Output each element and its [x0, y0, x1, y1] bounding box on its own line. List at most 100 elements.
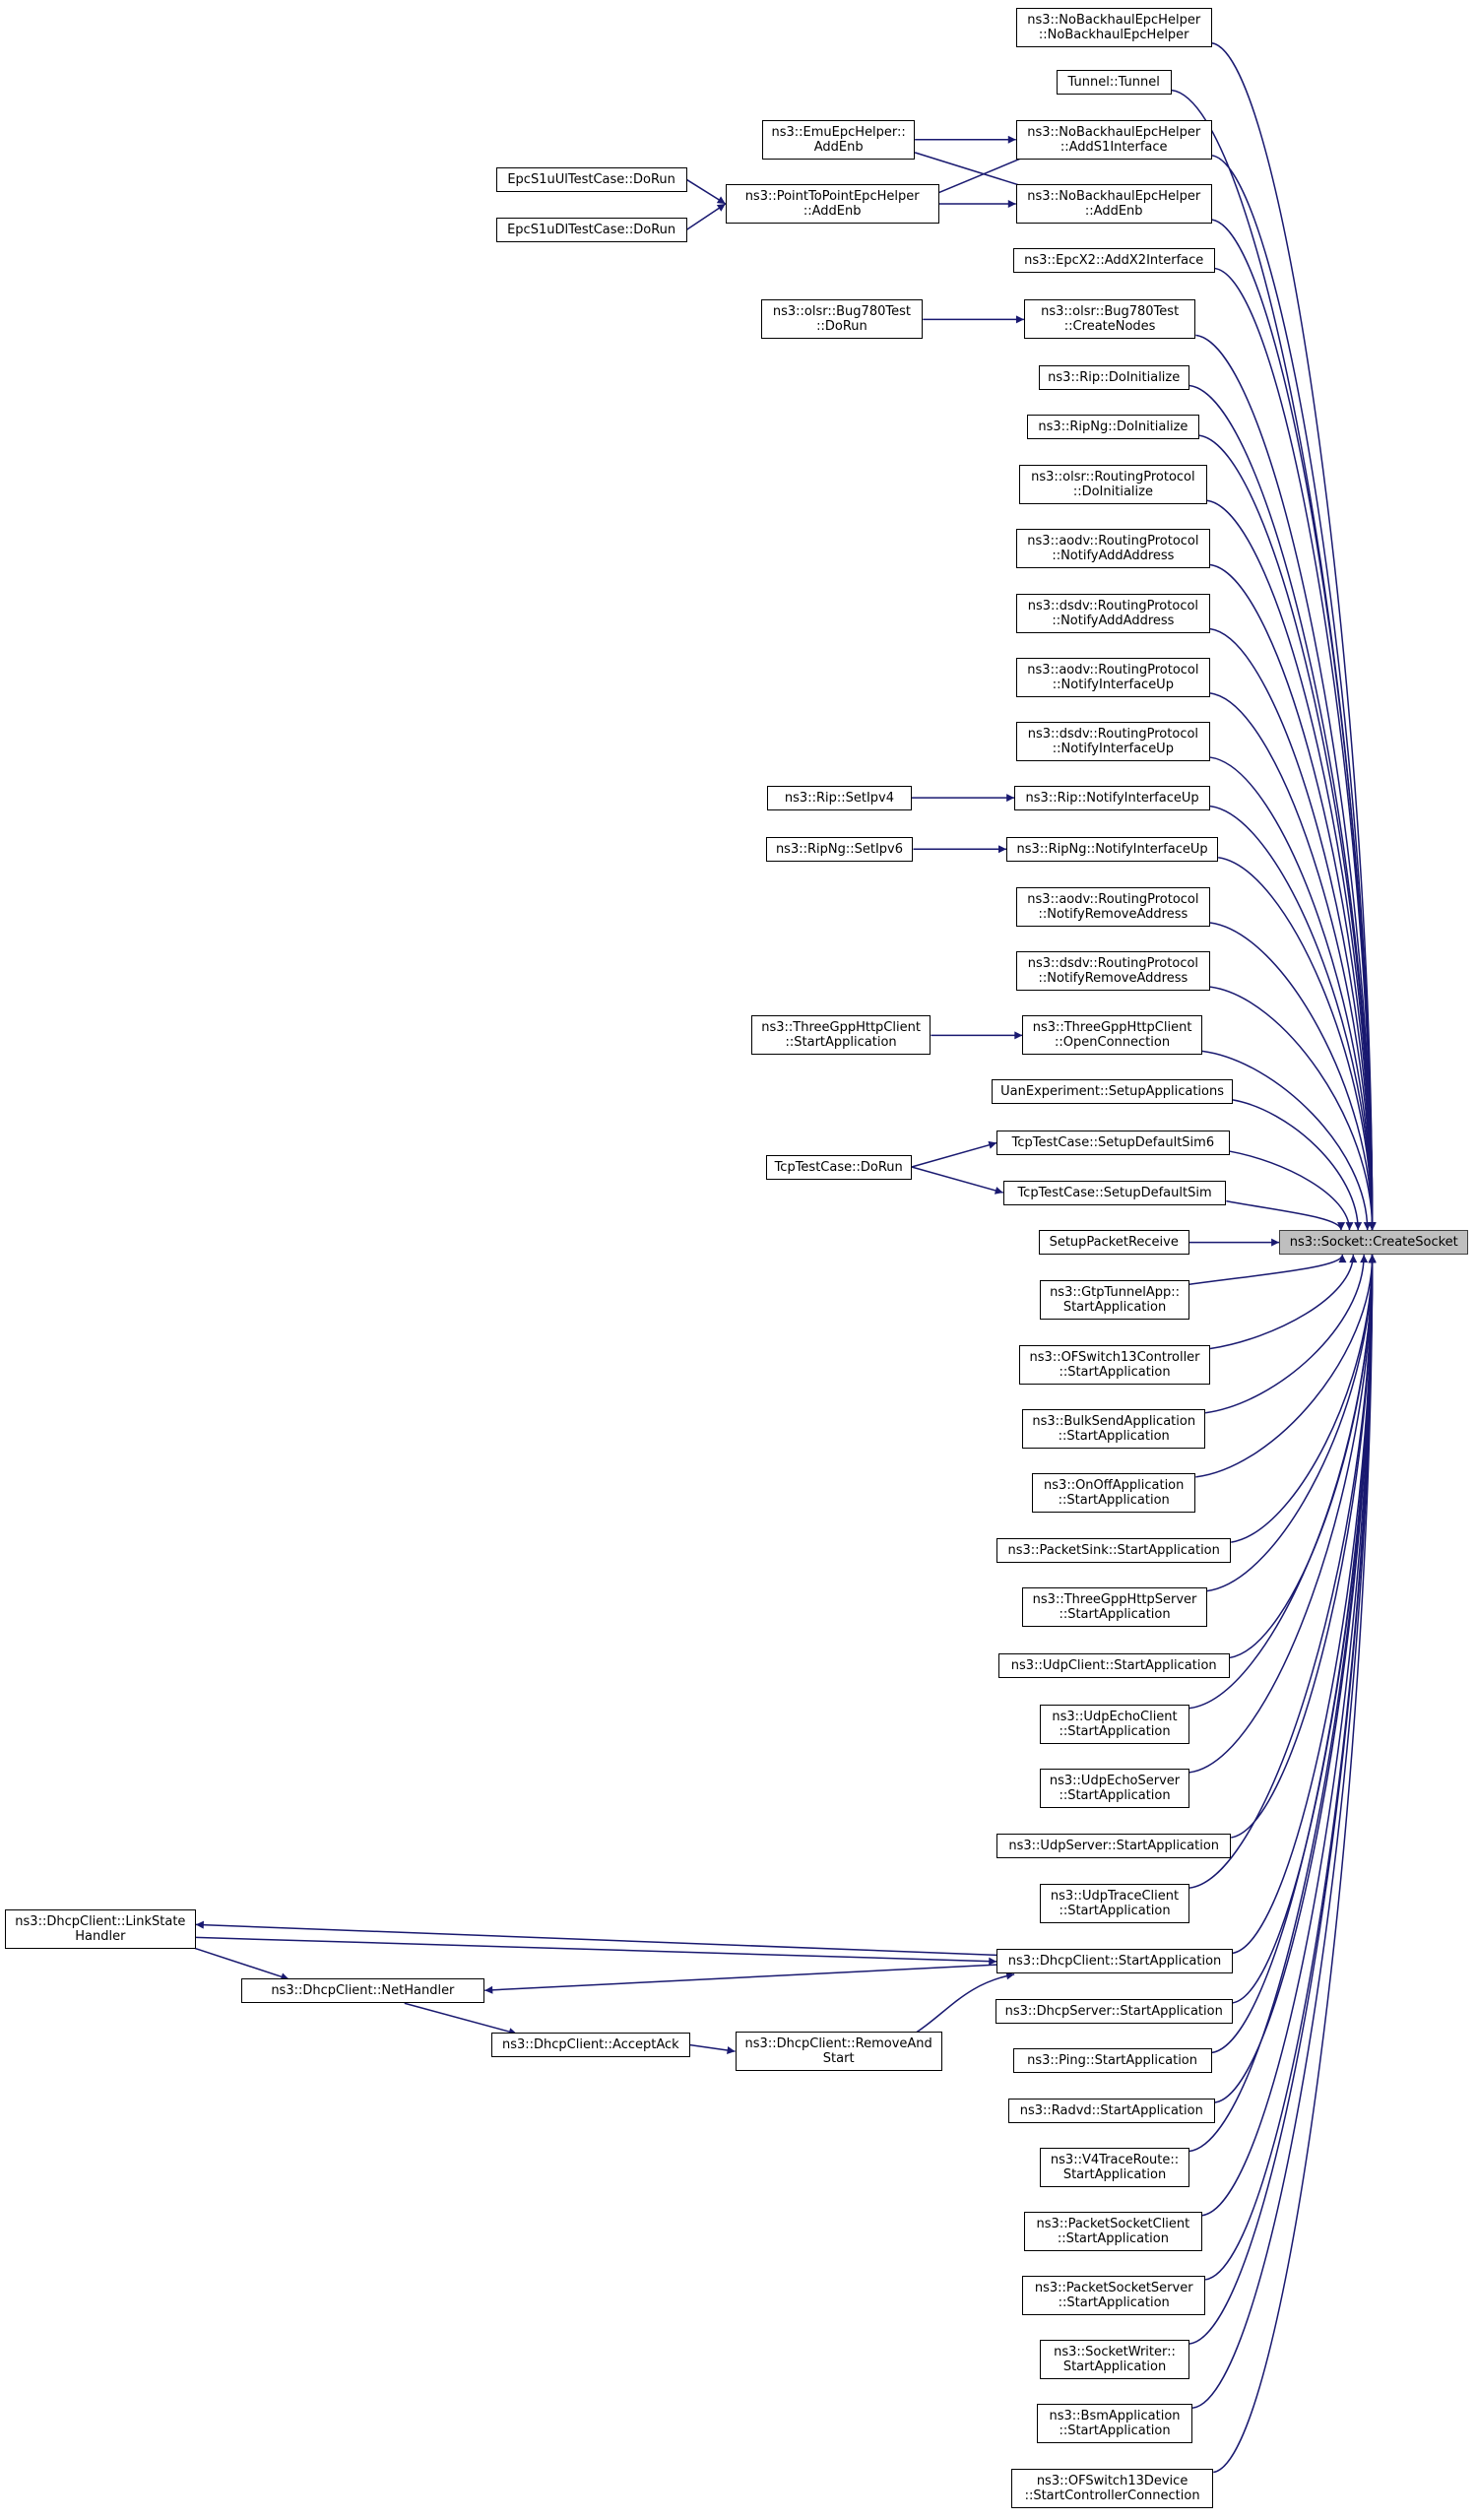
graph-node-uan[interactable]: UanExperiment::SetupApplications [992, 1078, 1233, 1104]
graph-node-dhcp-ack[interactable]: ns3::DhcpClient::AcceptAck [490, 2033, 690, 2058]
graph-node-ofctrl[interactable]: ns3::OFSwitch13Controller::StartApplicat… [1019, 1344, 1211, 1385]
edge-tcp_sim-to-target [1226, 1199, 1346, 1231]
graph-node-emu-addenb[interactable]: ns3::EmuEpcHelper::AddEnb [762, 119, 916, 160]
graph-node-tunnel[interactable]: Tunnel::Tunnel [1056, 69, 1172, 95]
graph-node-echoserver[interactable]: ns3::UdpEchoServer::StartApplication [1040, 1768, 1189, 1808]
node-label-line: ns3::Rip::DoInitialize [1048, 369, 1181, 385]
graph-node-nbh-ctor[interactable]: ns3::NoBackhaulEpcHelper::NoBackhaulEpcH… [1015, 7, 1212, 47]
graph-node-psclient[interactable]: ns3::PacketSocketClient::StartApplicatio… [1023, 2211, 1202, 2251]
node-label-line: ::OpenConnection [1055, 1035, 1171, 1051]
edge-bug780_create-to-target [1195, 334, 1377, 1231]
graph-node-dsdv-up[interactable]: ns3::dsdv::RoutingProtocol::NotifyInterf… [1015, 722, 1210, 762]
graph-node-rip-init[interactable]: ns3::Rip::DoInitialize [1038, 364, 1189, 390]
graph-node-psserver[interactable]: ns3::PacketSocketServer::StartApplicatio… [1022, 2275, 1206, 2315]
node-label-line: ::StartApplication [785, 1035, 897, 1051]
node-label-line: ns3::olsr::RoutingProtocol [1031, 470, 1195, 485]
graph-node-pkt-recv[interactable]: SetupPacketReceive [1038, 1230, 1189, 1256]
graph-node-aodv-up[interactable]: ns3::aodv::RoutingProtocol::NotifyInterf… [1015, 657, 1210, 697]
node-label-line: ns3::dsdv::RoutingProtocol [1027, 956, 1199, 972]
graph-node-s1dl[interactable]: EpcS1uDlTestCase::DoRun [495, 217, 687, 242]
graph-node-bug780-run[interactable]: ns3::olsr::Bug780Test::DoRun [760, 299, 924, 340]
graph-node-udpserver[interactable]: ns3::UdpServer::StartApplication [996, 1834, 1232, 1858]
graph-node-ripng-init[interactable]: ns3::RipNg::DoInitialize [1027, 415, 1199, 440]
node-label-line: ns3::olsr::Bug780Test [772, 304, 911, 320]
graph-node-http-srv[interactable]: ns3::ThreeGppHttpServer::StartApplicatio… [1022, 1586, 1207, 1627]
graph-node-dsdv-add[interactable]: ns3::dsdv::RoutingProtocol::NotifyAddAdd… [1015, 593, 1210, 633]
node-label-line: Tunnel::Tunnel [1067, 74, 1160, 90]
node-label-line: TcpTestCase::DoRun [774, 1159, 903, 1175]
node-label-line: ns3::ThreeGppHttpClient [761, 1020, 921, 1036]
graph-node-tcp-run[interactable]: TcpTestCase::DoRun [765, 1154, 912, 1180]
node-label-line: Start [822, 2051, 855, 2067]
edge-aodv_add-to-target [1209, 563, 1377, 1231]
edge-gtp-to-target [1188, 1254, 1347, 1286]
graph-node-nbh-addenb[interactable]: ns3::NoBackhaulEpcHelper::AddEnb [1015, 184, 1212, 224]
edge-olsr_init-to-target [1206, 499, 1377, 1231]
graph-node-bulk[interactable]: ns3::BulkSendApplication::StartApplicati… [1022, 1408, 1206, 1449]
edge-dhcp-link-to-dhcp-start [195, 1936, 997, 1966]
graph-node-tcp-sim6[interactable]: TcpTestCase::SetupDefaultSim6 [996, 1131, 1230, 1156]
graph-node-echoclient[interactable]: ns3::UdpEchoClient::StartApplication [1040, 1704, 1189, 1744]
edge-dsdv_rm-to-target [1209, 986, 1377, 1231]
edge-echoserver-to-target [1188, 1255, 1377, 1774]
node-label-line: ::NotifyInterfaceUp [1052, 677, 1174, 692]
graph-node-radvd[interactable]: ns3::Radvd::StartApplication [1007, 2098, 1215, 2123]
node-label-line: ns3::UdpEchoServer [1049, 1773, 1181, 1788]
edge-tcp-run-to-tcp-sim [911, 1166, 1003, 1195]
graph-node-gtp[interactable]: ns3::GtpTunnelApp::StartApplication [1040, 1280, 1189, 1321]
node-label-line: ns3::Rip::SetIpv4 [784, 790, 895, 806]
graph-node-p2p-addenb[interactable]: ns3::PointToPointEpcHelper::AddEnb [725, 184, 939, 224]
node-label-line: ::NotifyInterfaceUp [1052, 742, 1174, 757]
node-label-line: UanExperiment::SetupApplications [1000, 1083, 1224, 1099]
node-label-line: ::StartApplication [1059, 1904, 1171, 1919]
node-label-line: TcpTestCase::SetupDefaultSim [1017, 1185, 1212, 1200]
node-label-line: ::StartApplication [1059, 1723, 1171, 1739]
node-label-line: TcpTestCase::SetupDefaultSim6 [1011, 1135, 1215, 1151]
graph-node-bsm[interactable]: ns3::BsmApplication::StartApplication [1036, 2404, 1193, 2444]
node-label-line: ::StartControllerConnection [1024, 2488, 1200, 2503]
graph-node-http-start[interactable]: ns3::ThreeGppHttpClient::StartApplicatio… [750, 1015, 931, 1056]
edge-ping-to-target [1211, 1255, 1377, 2054]
graph-node-dhcp-start[interactable]: ns3::DhcpClient::StartApplication [996, 1949, 1233, 1974]
graph-node-ofdev[interactable]: ns3::OFSwitch13Device::StartControllerCo… [1010, 2468, 1214, 2508]
graph-node-dsdv-rm[interactable]: ns3::dsdv::RoutingProtocol::NotifyRemove… [1015, 951, 1210, 992]
graph-node-bug780-create[interactable]: ns3::olsr::Bug780Test::CreateNodes [1023, 299, 1196, 340]
graph-node-nbh-adds1[interactable]: ns3::NoBackhaulEpcHelper::AddS1Interface [1015, 119, 1212, 160]
edge-s1dl-to-p2p-addenb [686, 203, 727, 230]
graph-node-olsr-init[interactable]: ns3::olsr::RoutingProtocol::DoInitialize [1019, 465, 1207, 505]
node-label-line: ::AddEnb [803, 204, 862, 219]
graph-node-onoff[interactable]: ns3::OnOffApplication::StartApplication [1032, 1472, 1196, 1513]
graph-node-sink[interactable]: ns3::PacketSink::StartApplication [996, 1538, 1232, 1564]
edge-s1ul-to-p2p-addenb [686, 178, 727, 205]
graph-node-dhcp-net[interactable]: ns3::DhcpClient::NetHandler [240, 1977, 485, 2003]
node-label-line: ::CreateNodes [1063, 319, 1156, 335]
graph-node-epcx2[interactable]: ns3::EpcX2::AddX2Interface [1012, 247, 1215, 273]
graph-node-s1ul[interactable]: EpcS1uUlTestCase::DoRun [495, 167, 687, 193]
graph-node-aodv-add[interactable]: ns3::aodv::RoutingProtocol::NotifyAddAdd… [1015, 529, 1210, 569]
node-label-line: ns3::PacketSink::StartApplication [1007, 1543, 1220, 1559]
graph-node-sockwriter[interactable]: ns3::SocketWriter::StartApplication [1040, 2340, 1189, 2380]
graph-node-tcp-sim[interactable]: TcpTestCase::SetupDefaultSim [1002, 1180, 1227, 1205]
node-label-line: ns3::UdpServer::StartApplication [1008, 1839, 1220, 1853]
graph-node-http-open[interactable]: ns3::ThreeGppHttpClient::OpenConnection [1022, 1015, 1202, 1056]
graph-node-v4trace[interactable]: ns3::V4TraceRoute::StartApplication [1040, 2147, 1189, 2187]
graph-node-rip-up[interactable]: ns3::Rip::NotifyInterfaceUp [1014, 785, 1211, 810]
graph-node-ripng-setipv6[interactable]: ns3::RipNg::SetIpv6 [765, 836, 914, 862]
graph-node-ping[interactable]: ns3::Ping::StartApplication [1012, 2048, 1212, 2074]
node-label-line: Handler [75, 1929, 126, 1945]
graph-node-aodv-rm[interactable]: ns3::aodv::RoutingProtocol::NotifyRemove… [1015, 886, 1210, 927]
node-label-line: ns3::dsdv::RoutingProtocol [1027, 598, 1199, 614]
graph-node-udpclient[interactable]: ns3::UdpClient::StartApplication [997, 1653, 1230, 1679]
target-node-create-socket[interactable]: ns3::Socket::CreateSocket [1279, 1230, 1469, 1256]
node-label-line: ns3::Ping::StartApplication [1027, 2053, 1197, 2069]
graph-node-rip-setipv4[interactable]: ns3::Rip::SetIpv4 [767, 785, 912, 810]
node-label-line: AddEnb [813, 139, 864, 155]
graph-node-trace[interactable]: ns3::UdpTraceClient::StartApplication [1040, 1884, 1189, 1924]
graph-node-ripng-up[interactable]: ns3::RipNg::NotifyInterfaceUp [1006, 836, 1219, 862]
edge-dhcp-remove-to-dhcp-start [906, 1971, 1015, 2039]
node-label-line: ::NotifyAddAddress [1052, 549, 1175, 564]
graph-node-dhcpsrv[interactable]: ns3::DhcpServer::StartApplication [995, 1998, 1233, 2024]
node-label-line: ::AddS1Interface [1060, 139, 1168, 155]
